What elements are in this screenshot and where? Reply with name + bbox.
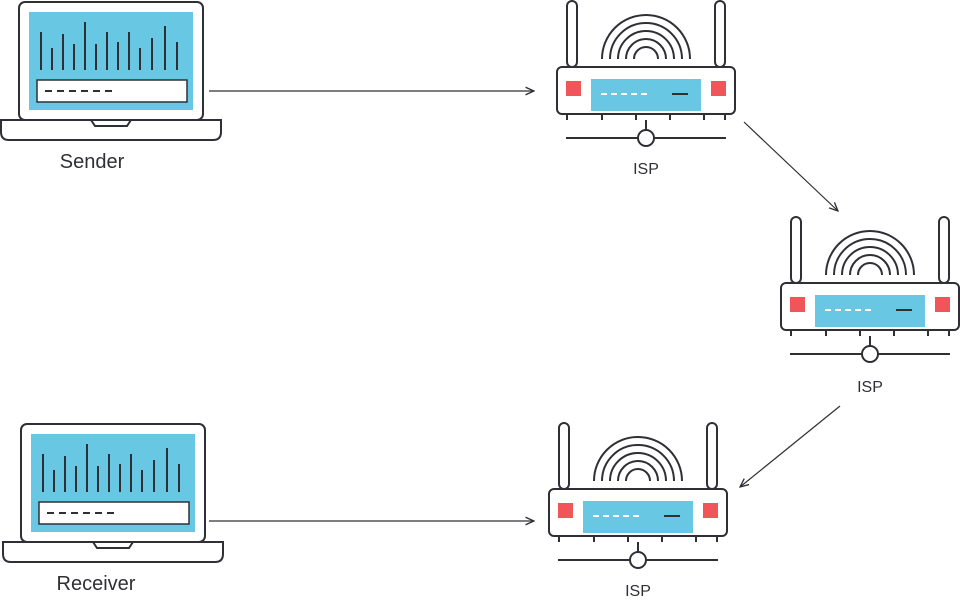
laptop-icon <box>0 1 222 141</box>
router-1-label: ISP <box>633 161 659 178</box>
arrow-router-1-to-router-2 <box>743 121 838 211</box>
arrow-router-2-to-router-3 <box>740 405 841 487</box>
router-isp-3: ISP <box>548 422 728 600</box>
router-icon <box>556 0 736 147</box>
router-isp-2: ISP <box>780 216 960 396</box>
router-isp-1: ISP <box>556 0 736 178</box>
laptop-icon <box>2 423 224 563</box>
router-3-label: ISP <box>625 583 651 600</box>
router-icon <box>548 422 728 569</box>
sender-laptop: Sender <box>0 1 222 173</box>
receiver-label: Receiver <box>57 573 136 595</box>
receiver-laptop: Receiver <box>2 423 224 595</box>
router-icon <box>780 216 960 363</box>
sender-label: Sender <box>60 151 125 173</box>
router-2-label: ISP <box>857 379 883 396</box>
